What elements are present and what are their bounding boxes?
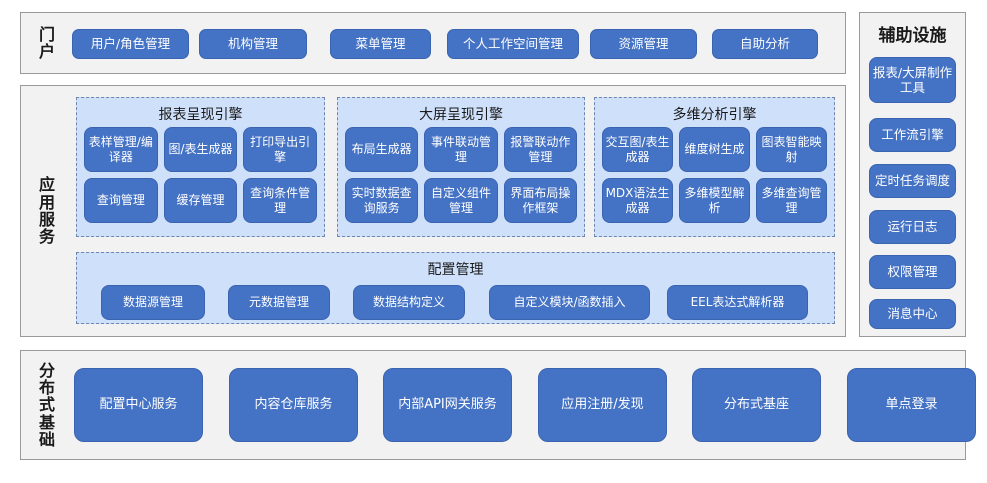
- engine-2-item-4[interactable]: 实时数据查询服务: [345, 178, 419, 223]
- distributed-button-3[interactable]: 内部API网关服务: [383, 368, 512, 442]
- engine-2-item-3[interactable]: 报警联动作管理: [503, 127, 577, 172]
- engine-1-item-3[interactable]: 打印导出引擎: [243, 127, 317, 172]
- auxiliary-button-6[interactable]: 消息中心: [869, 299, 956, 329]
- engine-1-item-6[interactable]: 查询条件管理: [243, 178, 317, 223]
- portal-button-2[interactable]: 机构管理: [199, 29, 307, 59]
- engine-group-title-3: 多维分析引擎: [672, 107, 757, 123]
- config-item-4[interactable]: 自定义模块/函数插入: [489, 285, 650, 320]
- portal-button-5[interactable]: 资源管理: [590, 29, 697, 59]
- distributed-base-label: 分布式基础: [21, 351, 73, 459]
- portal-button-3[interactable]: 菜单管理: [330, 29, 431, 59]
- auxiliary-button-2[interactable]: 工作流引擎: [869, 118, 956, 152]
- auxiliary-button-1[interactable]: 报表/大屏制作工具: [869, 57, 956, 103]
- engine-3-item-3[interactable]: 图表智能映射: [756, 127, 827, 172]
- portal-button-6[interactable]: 自助分析: [712, 29, 818, 59]
- portal-button-1[interactable]: 用户/角色管理: [72, 29, 189, 59]
- application-services-label-text: 应用服务: [39, 175, 56, 247]
- engine-3-item-5[interactable]: 多维模型解析: [679, 178, 750, 223]
- distributed-button-1[interactable]: 配置中心服务: [74, 368, 203, 442]
- engine-2-item-1[interactable]: 布局生成器: [345, 127, 419, 172]
- config-item-3[interactable]: 数据结构定义: [353, 285, 465, 320]
- engine-3-item-6[interactable]: 多维查询管理: [756, 178, 827, 223]
- engine-1-item-1[interactable]: 表样管理/编译器: [84, 127, 158, 172]
- engine-3-item-1[interactable]: 交互图/表生成器: [602, 127, 673, 172]
- engine-3-item-2[interactable]: 维度树生成: [679, 127, 750, 172]
- config-item-2[interactable]: 元数据管理: [228, 285, 330, 320]
- engine-group-title-2: 大屏呈现引擎: [419, 107, 503, 123]
- portal-row-label-text: 门户: [39, 24, 56, 61]
- distributed-button-5[interactable]: 分布式基座: [692, 368, 821, 442]
- engine-3-item-4[interactable]: MDX语法生成器: [602, 178, 673, 223]
- application-services-label: 应用服务: [21, 86, 73, 336]
- engine-1-item-5[interactable]: 缓存管理: [163, 178, 238, 223]
- engine-1-item-4[interactable]: 查询管理: [84, 178, 158, 223]
- distributed-button-4[interactable]: 应用注册/发现: [538, 368, 667, 442]
- config-management-title: 配置管理: [427, 262, 484, 278]
- engine-2-item-2[interactable]: 事件联动管理: [424, 127, 498, 172]
- auxiliary-button-5[interactable]: 权限管理: [869, 255, 956, 289]
- portal-button-4[interactable]: 个人工作空间管理: [447, 29, 579, 59]
- distributed-button-2[interactable]: 内容仓库服务: [229, 368, 358, 442]
- config-item-1[interactable]: 数据源管理: [101, 285, 205, 320]
- config-item-5[interactable]: EEL表达式解析器: [667, 285, 808, 320]
- auxiliary-panel-title: 辅助设施: [878, 26, 947, 46]
- engine-1-item-2[interactable]: 图/表生成器: [163, 127, 238, 172]
- distributed-base-label-text: 分布式基础: [39, 360, 56, 449]
- portal-row-label: 门户: [21, 13, 73, 73]
- auxiliary-button-3[interactable]: 定时任务调度: [869, 164, 956, 198]
- engine-2-item-5[interactable]: 自定义组件管理: [424, 178, 498, 223]
- distributed-button-6[interactable]: 单点登录: [847, 368, 976, 442]
- engine-group-title-1: 报表呈现引擎: [158, 107, 243, 123]
- engine-2-item-6[interactable]: 界面布局操作框架: [503, 178, 577, 223]
- auxiliary-button-4[interactable]: 运行日志: [869, 210, 956, 244]
